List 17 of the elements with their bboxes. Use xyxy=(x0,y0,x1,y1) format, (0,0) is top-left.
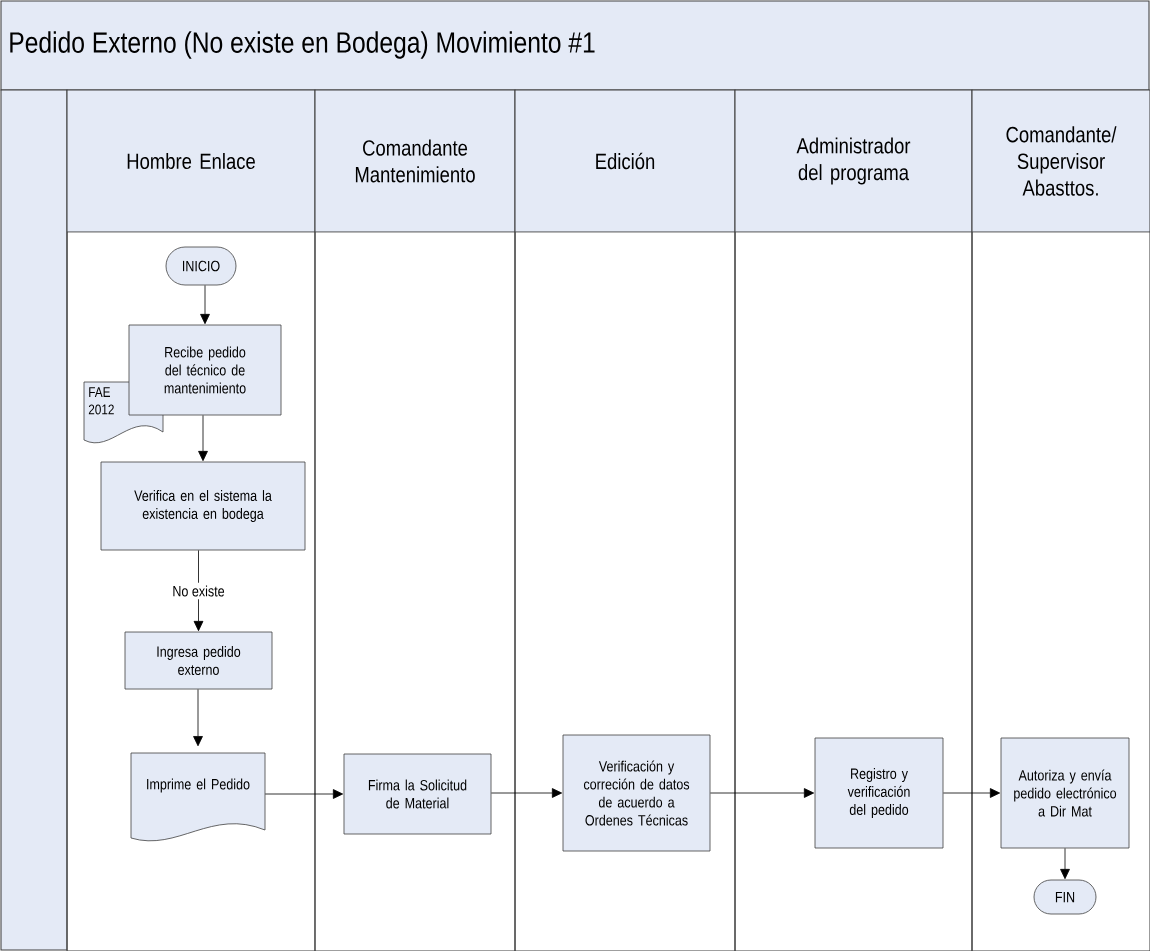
process-box: Verificación y correción de datos de acuerdo a Ordenes Técnicas xyxy=(562,734,711,852)
arrow xyxy=(1060,848,1070,880)
process-box: Registro y verificación del pedido xyxy=(814,737,944,849)
process-box: Ingresa pedido externo xyxy=(124,631,273,690)
process-box: Autoriza y envía pedido electrónico a Dir Mat xyxy=(1000,737,1130,849)
arrow xyxy=(198,415,208,462)
arrow xyxy=(710,788,815,798)
arrow xyxy=(264,789,344,799)
arrow xyxy=(491,788,563,798)
process-box: Firma la Solicitud de Material xyxy=(343,753,492,835)
arrow xyxy=(193,550,204,632)
arrow xyxy=(193,689,203,747)
edge-label: No existe xyxy=(169,582,228,600)
arrow xyxy=(200,285,210,325)
process-box: Recibe pedido del técnico de mantenimiento xyxy=(128,324,282,416)
arrow xyxy=(943,788,1001,798)
process-box: Verifica en el sistema la existencia en bodega xyxy=(100,461,306,551)
